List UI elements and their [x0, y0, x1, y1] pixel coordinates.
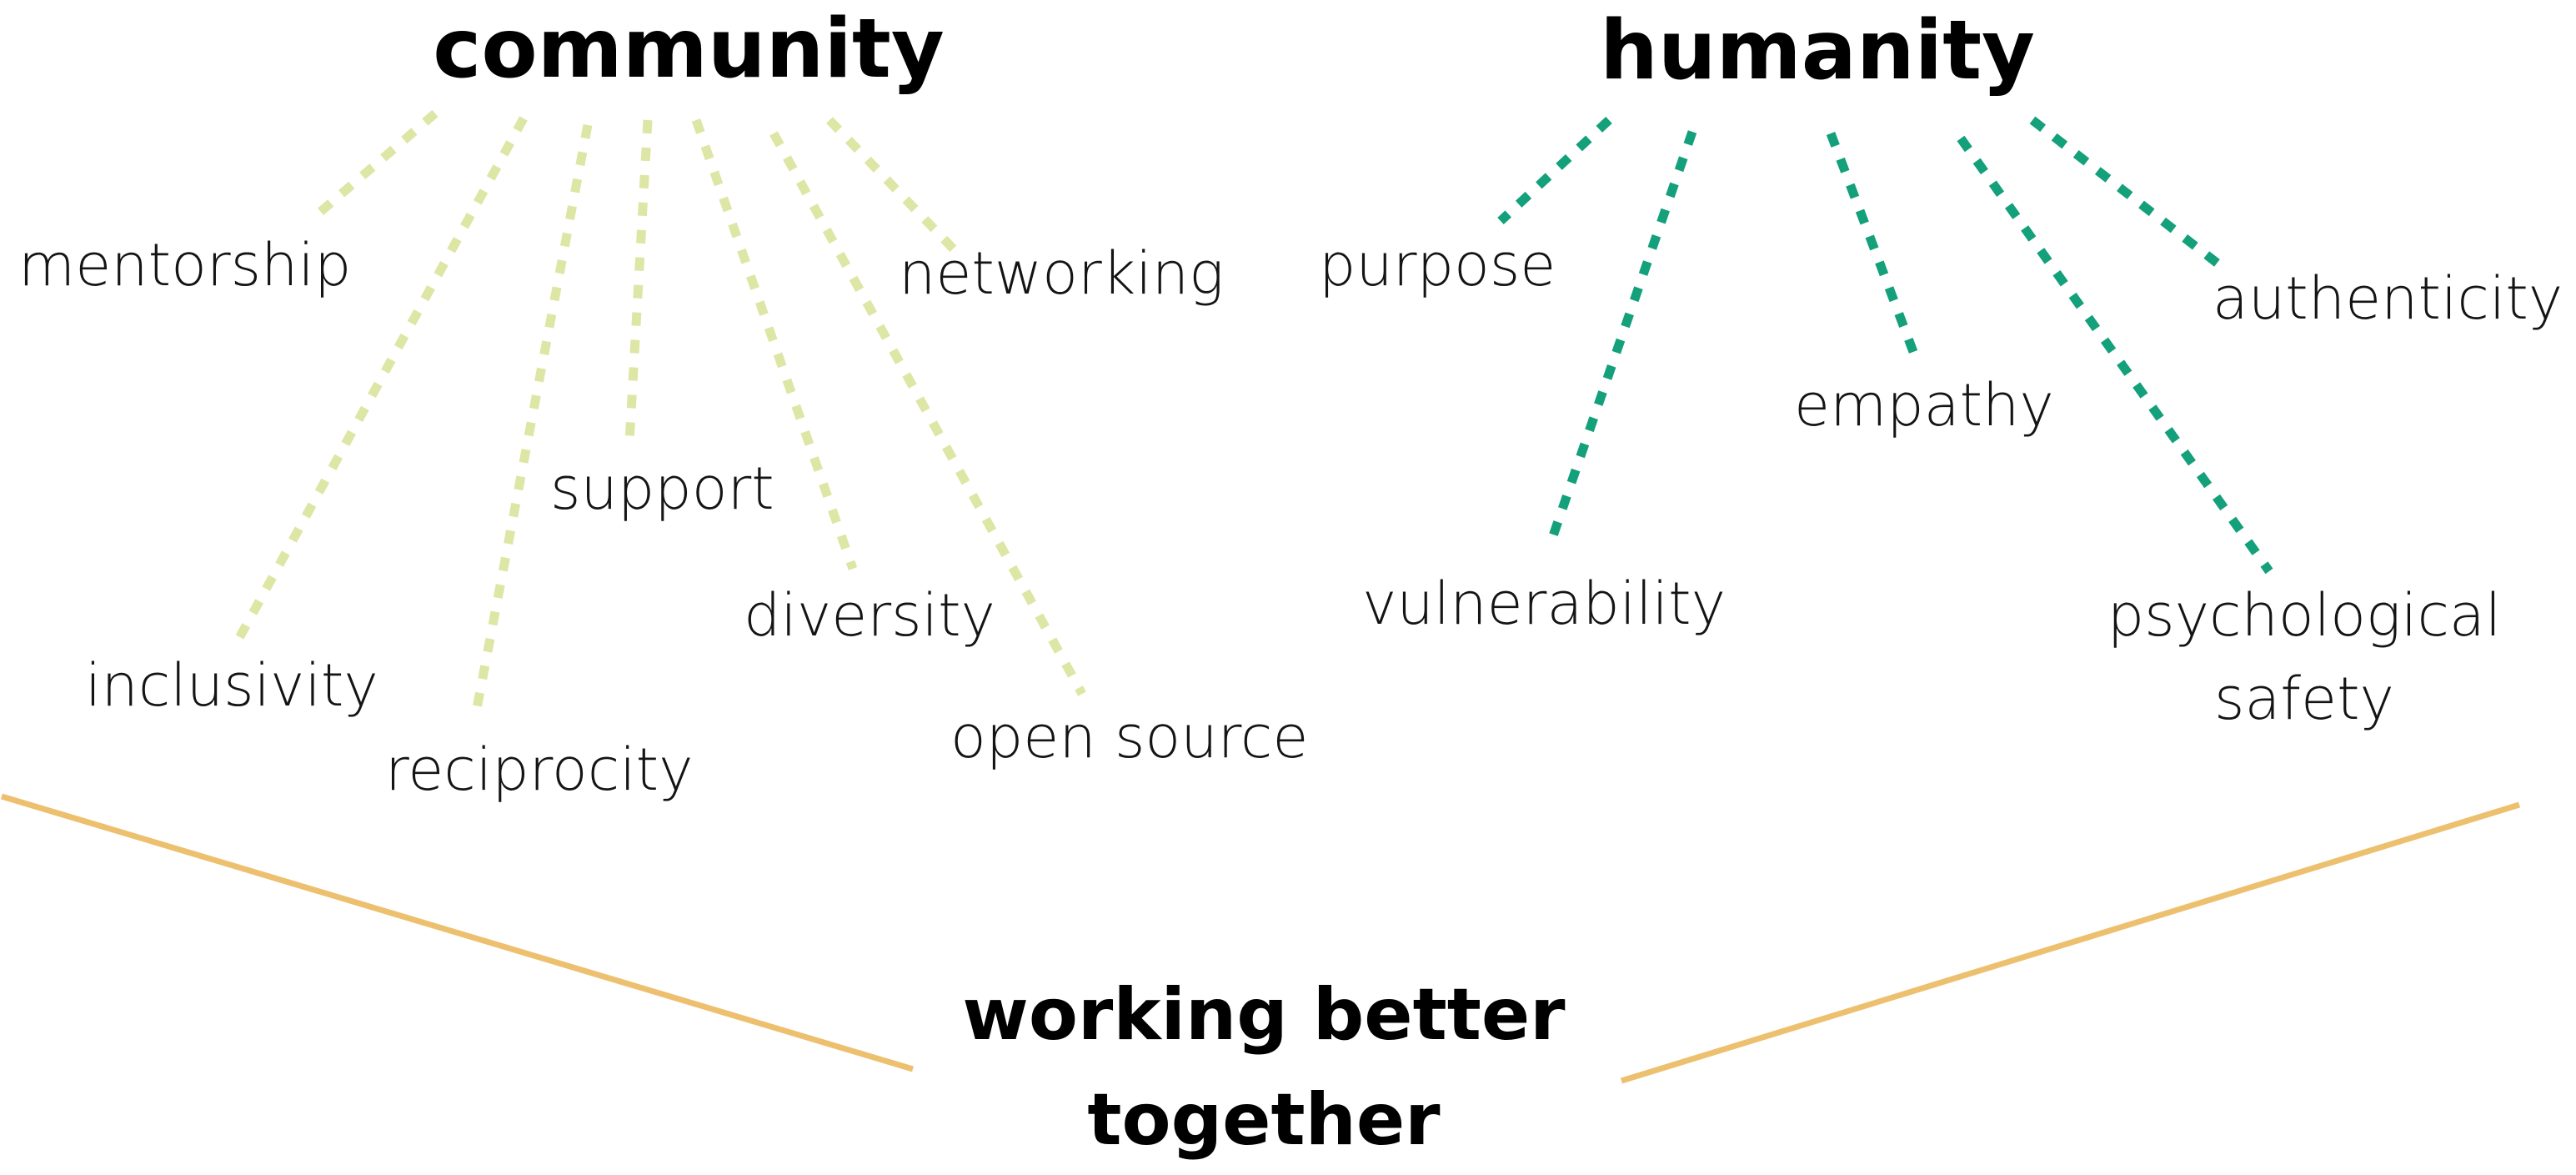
term-purpose: purpose [1319, 231, 1556, 299]
community-heading: community [433, 2, 945, 97]
term-authenticity: authenticity [2213, 264, 2563, 333]
community-connectors [235, 109, 1086, 719]
humanity-connectors [1497, 116, 2273, 575]
connector-reciprocity [470, 123, 593, 719]
connector-authenticity [2029, 116, 2228, 273]
term-safety: safety [2214, 665, 2394, 733]
connector-mentorship [309, 109, 439, 223]
bracket-lines [0, 793, 2521, 1084]
term-inclusivity: inclusivity [85, 651, 378, 720]
footer-line-2: together [1087, 1078, 1441, 1162]
term-support: support [550, 454, 774, 523]
connector-networking [826, 117, 958, 254]
term-reciprocity: reciprocity [385, 736, 694, 804]
connector-diversity [691, 118, 858, 570]
term-empathy: empathy [1794, 371, 2054, 439]
connector-psychological-safety [1957, 135, 2273, 575]
footer-line-1: working better [962, 973, 1566, 1057]
term-diversity: diversity [744, 581, 995, 650]
bracket-left [0, 793, 915, 1072]
connector-open-source [769, 131, 1086, 696]
term-open-source: open source [950, 703, 1308, 771]
term-psychological: psychological [2107, 581, 2502, 650]
connector-inclusivity [235, 116, 528, 640]
term-networking: networking [899, 239, 1224, 308]
term-mentorship: mentorship [18, 231, 351, 299]
humanity-heading: humanity [1600, 3, 2035, 98]
connector-empathy [1826, 132, 1922, 364]
term-vulnerability: vulnerability [1362, 570, 1726, 638]
connector-support [624, 119, 653, 443]
connector-vulnerability [1544, 130, 1697, 550]
bracket-right [1620, 801, 2521, 1084]
connector-purpose [1497, 116, 1612, 225]
